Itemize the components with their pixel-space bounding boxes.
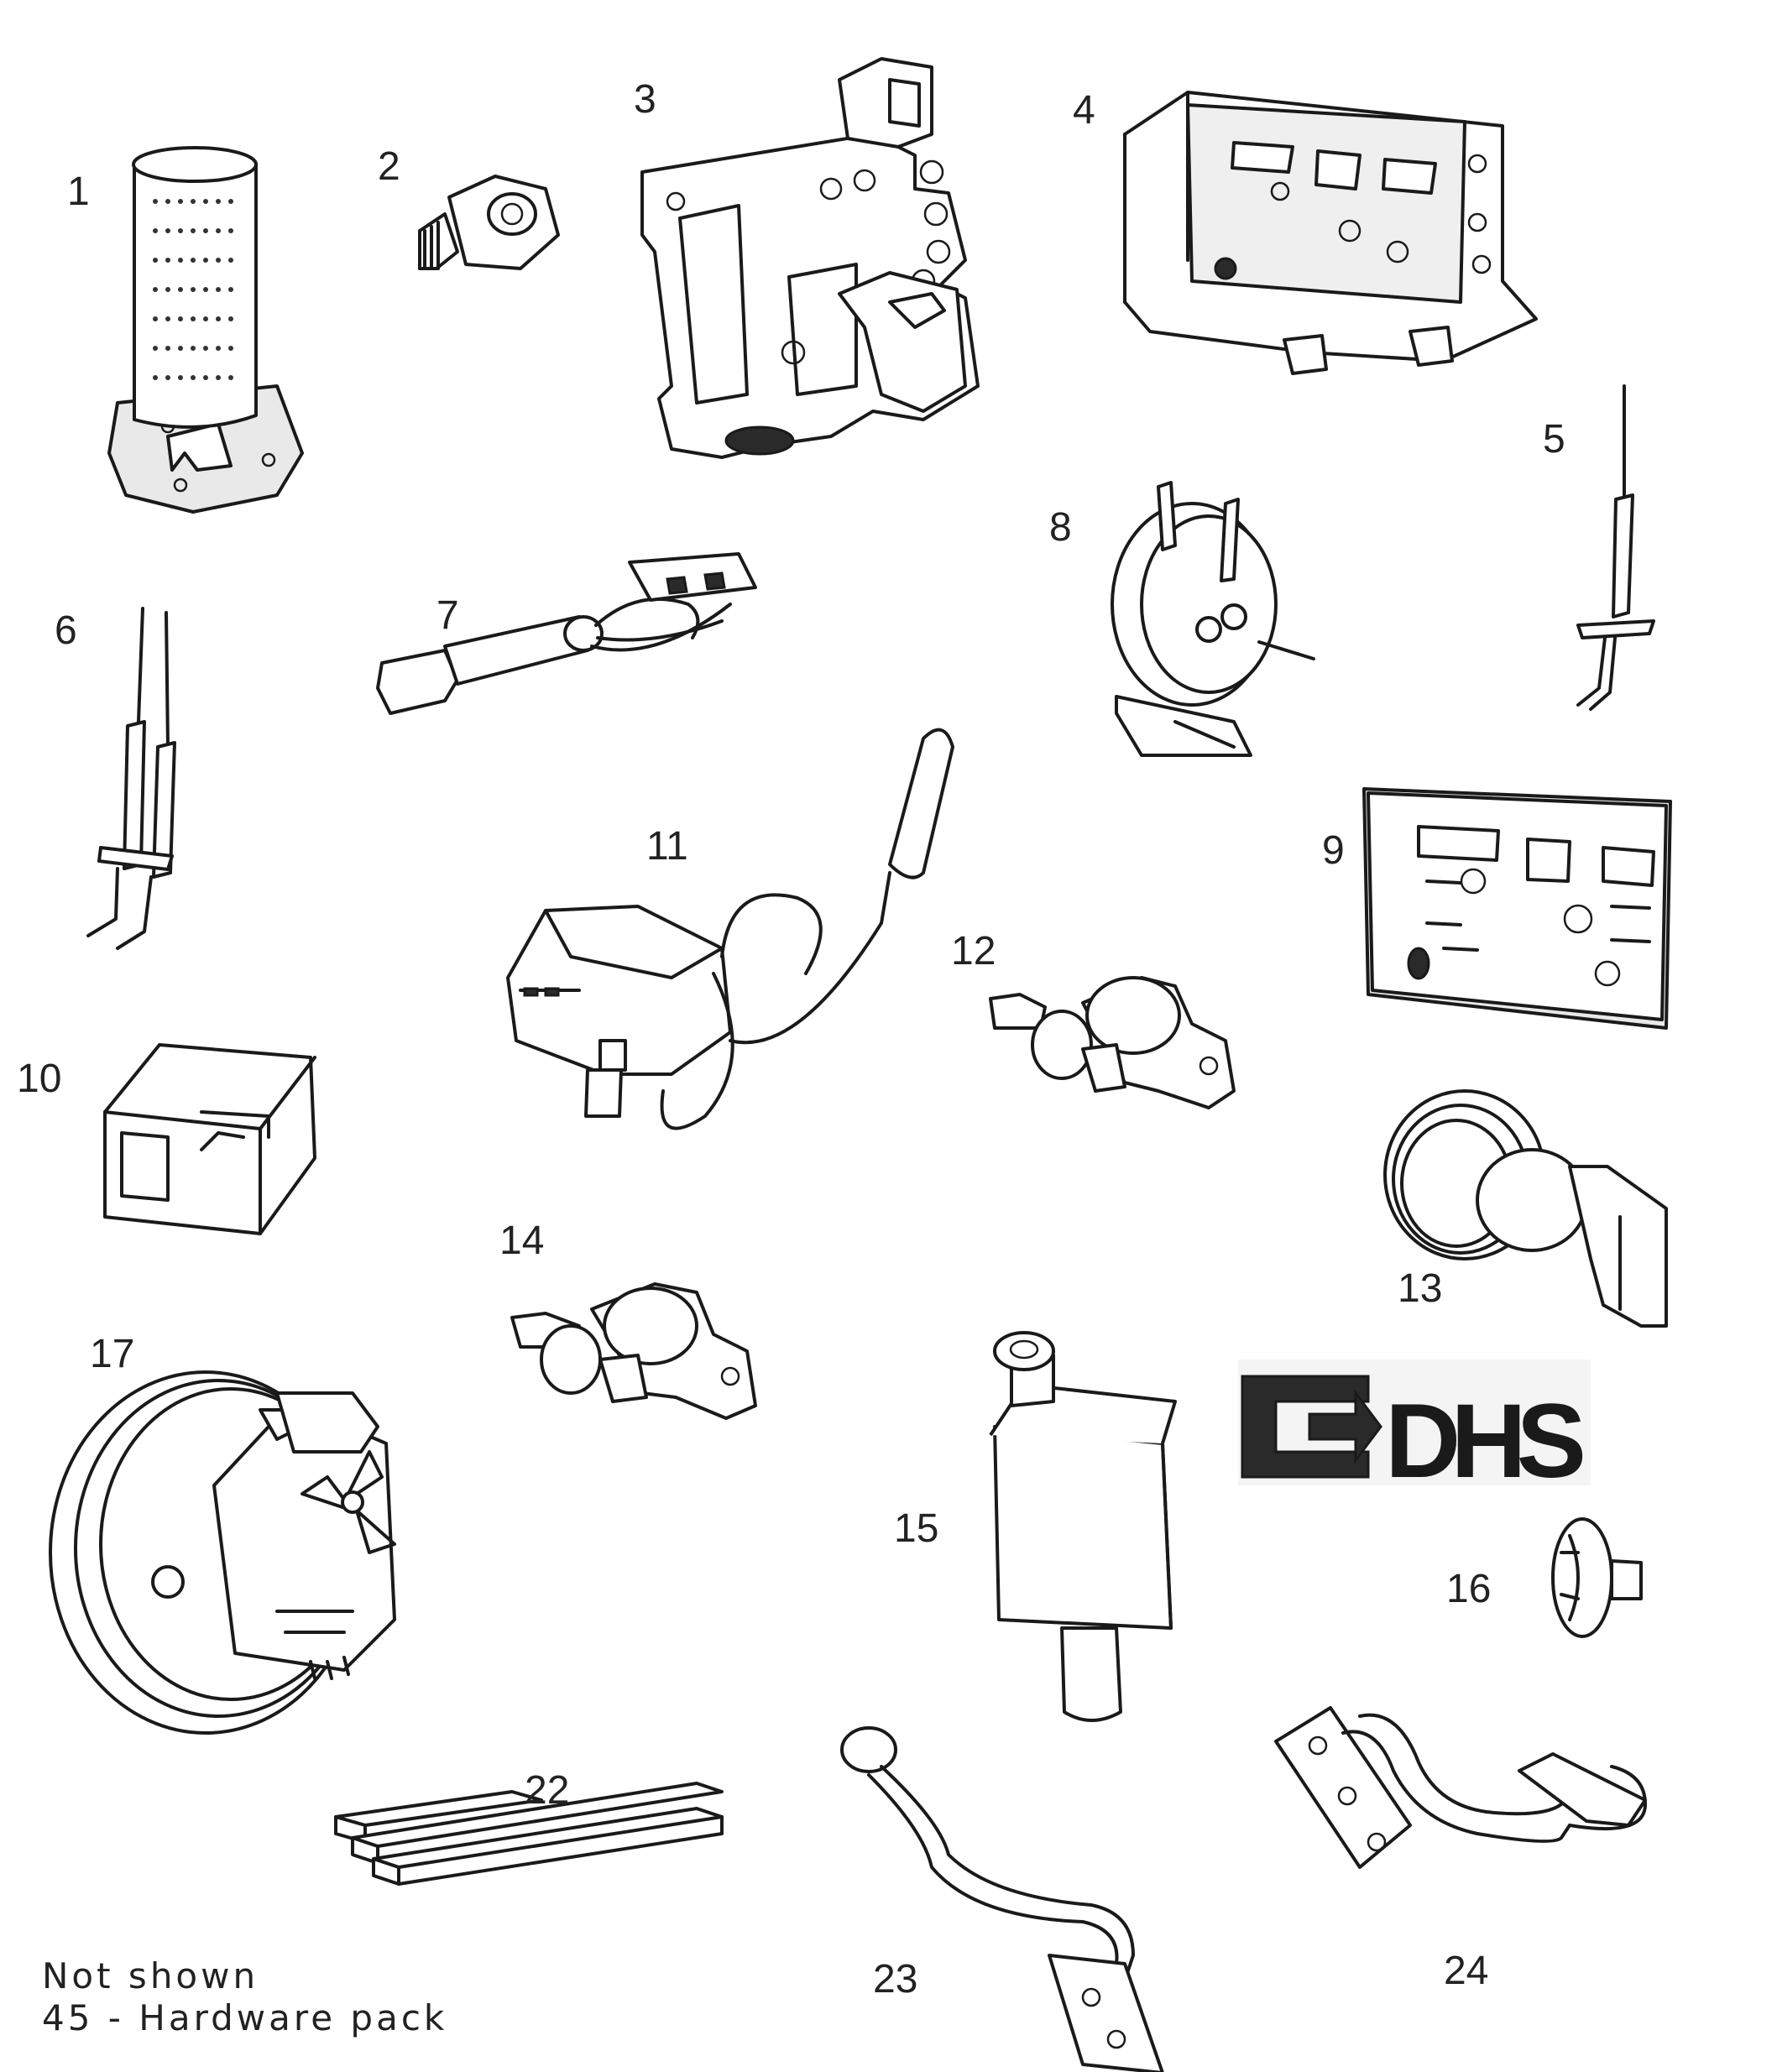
part-7-igniter-lead: Igniter lead bbox=[376, 552, 757, 715]
part-12-overheat-thermostat: Overheat thermostat bbox=[989, 976, 1236, 1109]
part-number-22: 22 bbox=[525, 1768, 570, 1813]
part-3-gas-valve: Gas valve bbox=[640, 57, 980, 459]
part-23-pipe: Pipe bbox=[840, 1726, 1164, 2072]
part-number-8: 8 bbox=[1049, 505, 1072, 550]
part-number-11: 11 bbox=[646, 824, 688, 869]
part-16-control-knob: Control knob bbox=[1551, 1517, 1643, 1638]
part-number-23: 23 bbox=[873, 1957, 918, 2002]
part-number-17: 17 bbox=[90, 1332, 135, 1376]
part-15-silencer: Silencer bbox=[989, 1331, 1177, 1722]
part-number-12: 12 bbox=[951, 929, 996, 973]
part-number-24: 24 bbox=[1444, 1949, 1489, 1993]
part-number-16: 16 bbox=[1446, 1567, 1492, 1611]
not-shown-note: Not shown 45 - Hardware pack bbox=[42, 1955, 447, 2040]
part-number-5: 5 bbox=[1543, 417, 1565, 462]
part-number-15: 15 bbox=[894, 1506, 939, 1551]
part-14-limit-thermostat: Limit thermostat bbox=[510, 1282, 757, 1420]
part-8-pressure-switch: Pressure switch bbox=[1111, 481, 1315, 757]
part-24-flue-pipe: Flue pipe bbox=[1274, 1706, 1647, 1869]
logo-text: DHS bbox=[1385, 1383, 1586, 1500]
dhs-logo: DHS bbox=[1238, 1360, 1591, 1500]
part-number-1: 1 bbox=[67, 170, 90, 214]
part-number-9: 9 bbox=[1322, 828, 1345, 873]
part-5-sensing-electrode: Sensing electrode bbox=[1576, 384, 1655, 711]
part-2-injector: Injector bbox=[418, 175, 560, 270]
part-number-3: 3 bbox=[634, 77, 656, 122]
part-number-14: 14 bbox=[499, 1219, 545, 1263]
not-shown-title: Not shown bbox=[42, 1955, 259, 1996]
part-number-2: 2 bbox=[378, 144, 400, 189]
not-shown-item: 45 - Hardware pack bbox=[42, 1997, 448, 2039]
part-9-circuit-board: Circuit board bbox=[1362, 787, 1672, 1030]
part-1-burner-tube: Burner tube bbox=[107, 146, 304, 514]
burner-perforations bbox=[153, 199, 233, 380]
part-number-6: 6 bbox=[55, 608, 77, 653]
part-number-13: 13 bbox=[1398, 1266, 1443, 1311]
part-number-4: 4 bbox=[1073, 88, 1095, 133]
part-number-7: 7 bbox=[436, 593, 459, 638]
part-4-control-box: Control box bbox=[1123, 91, 1538, 375]
part-13-capillary-thermostat: Capillary thermostat bbox=[1383, 1089, 1668, 1328]
part-10-connector-cover: Connector cover bbox=[103, 1043, 316, 1235]
part-17-fan-assembly: Fan assembly bbox=[49, 1370, 396, 1735]
part-6-ignition-electrodes: Ignition electrode bbox=[86, 607, 176, 950]
part-22-seal-strips: Seal strips bbox=[334, 1782, 724, 1886]
part-number-10: 10 bbox=[17, 1057, 62, 1101]
part-11-thermostat: Thermostat bbox=[506, 728, 954, 1130]
